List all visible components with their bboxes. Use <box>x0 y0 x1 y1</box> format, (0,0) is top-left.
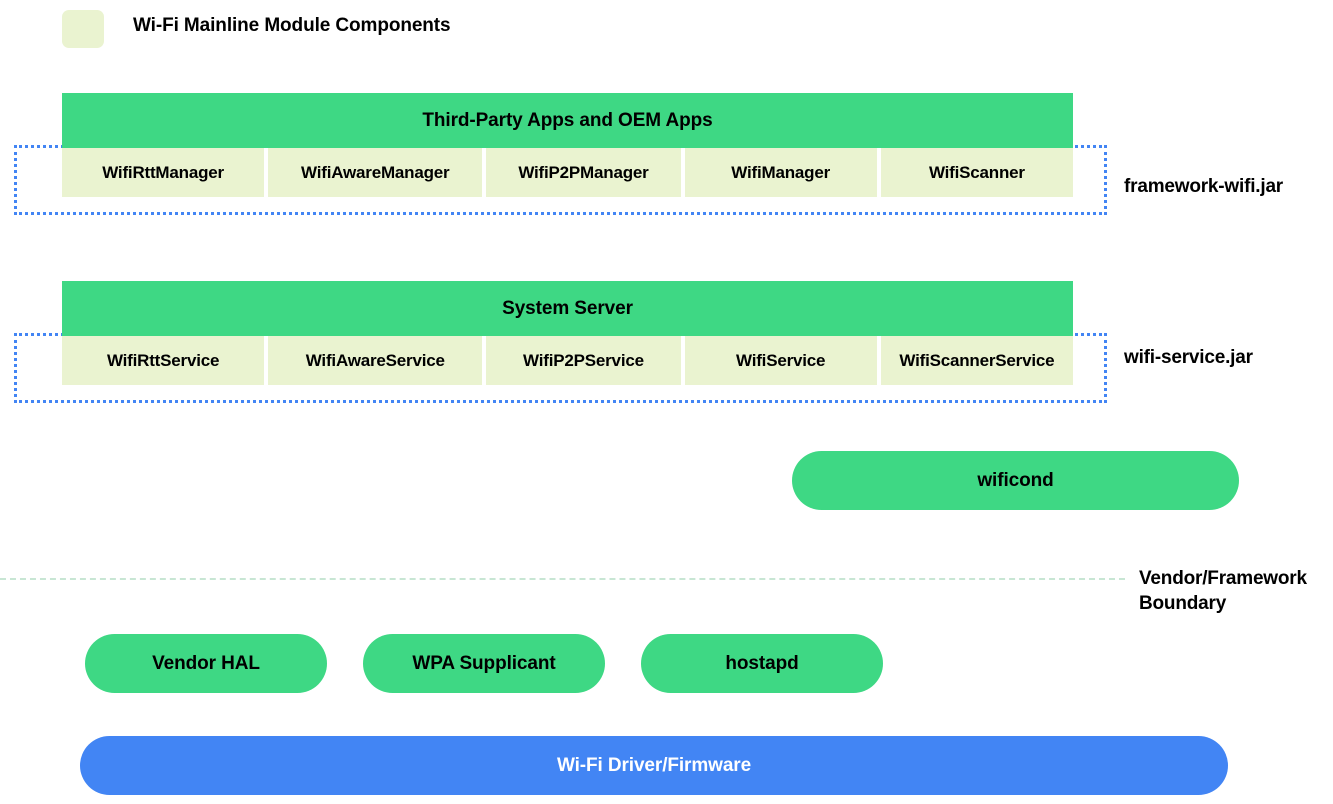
cell-wifimanager[interactable]: WifiManager <box>684 148 877 197</box>
third-party-apps-header: Third-Party Apps and OEM Apps <box>62 93 1073 148</box>
boundary-label-line1: Vendor/Framework <box>1139 568 1307 589</box>
cell-wifiawareservice[interactable]: WifiAwareService <box>268 336 483 385</box>
wifi-service-jar-label: wifi-service.jar <box>1124 347 1253 368</box>
vendor-framework-boundary-label: Vendor/Framework Boundary <box>1139 566 1329 616</box>
cell-wifiservice[interactable]: WifiService <box>684 336 877 385</box>
system-server-header: System Server <box>62 281 1073 336</box>
cell-wifip2pmanager[interactable]: WifiP2PManager <box>486 148 681 197</box>
legend-label: Wi-Fi Mainline Module Components <box>133 15 451 36</box>
wpa-supplicant-pill[interactable]: WPA Supplicant <box>363 634 605 693</box>
cell-wifiscanner[interactable]: WifiScanner <box>880 148 1074 197</box>
cell-wifip2pservice[interactable]: WifiP2PService <box>486 336 681 385</box>
framework-wifi-cell-row: WifiRttManager WifiAwareManager WifiP2PM… <box>62 148 1074 197</box>
cell-wifirttservice[interactable]: WifiRttService <box>62 336 265 385</box>
cell-wifirttmanager[interactable]: WifiRttManager <box>62 148 265 197</box>
cell-wifiscannerservice[interactable]: WifiScannerService <box>880 336 1074 385</box>
wifi-service-cell-row: WifiRttService WifiAwareService WifiP2PS… <box>62 336 1074 385</box>
hostapd-pill[interactable]: hostapd <box>641 634 883 693</box>
vendor-framework-boundary-line <box>0 578 1125 580</box>
legend-swatch-module <box>62 10 104 48</box>
boundary-label-line2: Boundary <box>1139 593 1227 614</box>
framework-wifi-jar-label: framework-wifi.jar <box>1124 176 1284 197</box>
wifi-driver-firmware-bar[interactable]: Wi-Fi Driver/Firmware <box>80 736 1228 795</box>
vendor-hal-pill[interactable]: Vendor HAL <box>85 634 327 693</box>
cell-wifiawaremanager[interactable]: WifiAwareManager <box>268 148 483 197</box>
wificond-pill[interactable]: wificond <box>792 451 1239 510</box>
